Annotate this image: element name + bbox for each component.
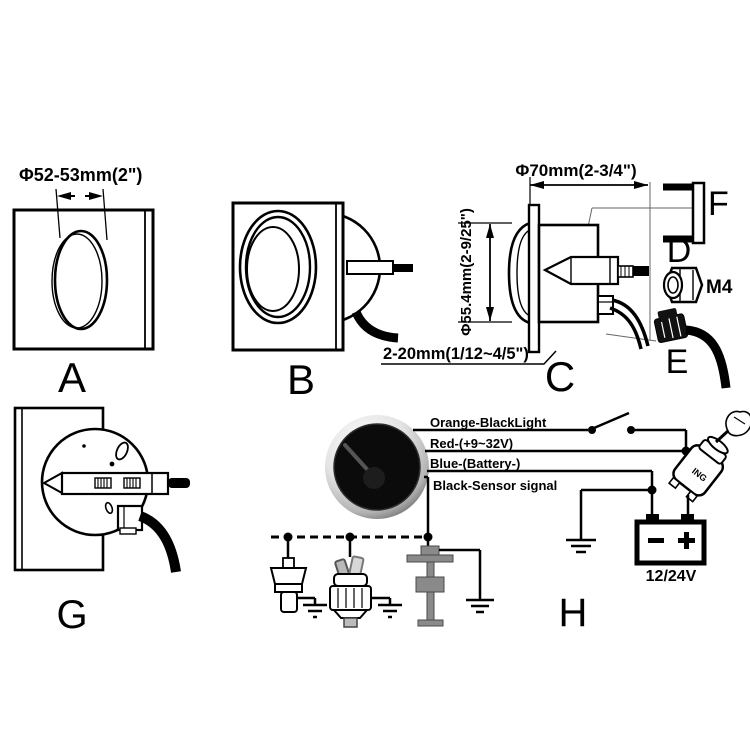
panel-c-width-dimension: Φ70mm(2-3/4") <box>515 161 636 180</box>
gauge-image <box>325 415 429 519</box>
panel-a-dimension-label: Φ52-53mm(2") <box>19 165 142 185</box>
panel-a-letter: A <box>58 354 86 401</box>
fuel-level-sensor <box>406 545 494 627</box>
panel-c-thickness-dimension: 2-20mm(1/12~4/5") <box>383 345 529 363</box>
bracket-f-drawing <box>663 181 706 245</box>
panel-g-letter: G <box>56 593 87 637</box>
battery <box>634 514 707 566</box>
ground-symbol-temp <box>303 603 327 619</box>
part-d-letter: D <box>667 232 692 270</box>
ground-symbol-fuel <box>466 598 494 614</box>
part-e-letter: E <box>666 343 689 381</box>
pressure-sensor <box>329 555 402 628</box>
panel-g-drawing <box>13 406 190 573</box>
panel-b-drawing <box>231 201 413 352</box>
panel-c-drawing <box>381 177 694 365</box>
battery-minus-mark <box>648 538 664 543</box>
panel-c-letter: C <box>545 353 575 400</box>
connector-e-drawing <box>653 308 731 389</box>
wire-label-blue: Blue-(Battery-) <box>430 456 520 471</box>
temp-sensor <box>269 557 327 619</box>
panel-b-letter: B <box>287 356 315 403</box>
toggle-switch <box>588 411 635 434</box>
nut-d-drawing <box>662 266 704 304</box>
ground-symbol-battery <box>566 538 596 554</box>
battery-voltage-label: 12/24V <box>646 568 697 585</box>
wire-label-orange: Orange-BlackLight <box>430 415 547 430</box>
battery-plus-mark <box>678 532 695 549</box>
panel-h-letter: H <box>559 591 588 635</box>
wire-label-black: Black-Sensor signal <box>433 478 557 493</box>
panel-c-height-dimension: Φ55.4mm(2-9/25") <box>458 208 475 336</box>
ignition-switch <box>667 410 750 515</box>
wiring-h-drawing <box>269 410 750 628</box>
nut-thread-size-label: M4 <box>706 277 733 298</box>
part-f-letter: F <box>708 185 729 223</box>
wire-label-red: Red-(+9~32V) <box>430 436 513 451</box>
panel-a-drawing <box>12 188 155 351</box>
key-and-hand <box>714 410 750 444</box>
ground-symbol-pressure <box>378 603 402 619</box>
